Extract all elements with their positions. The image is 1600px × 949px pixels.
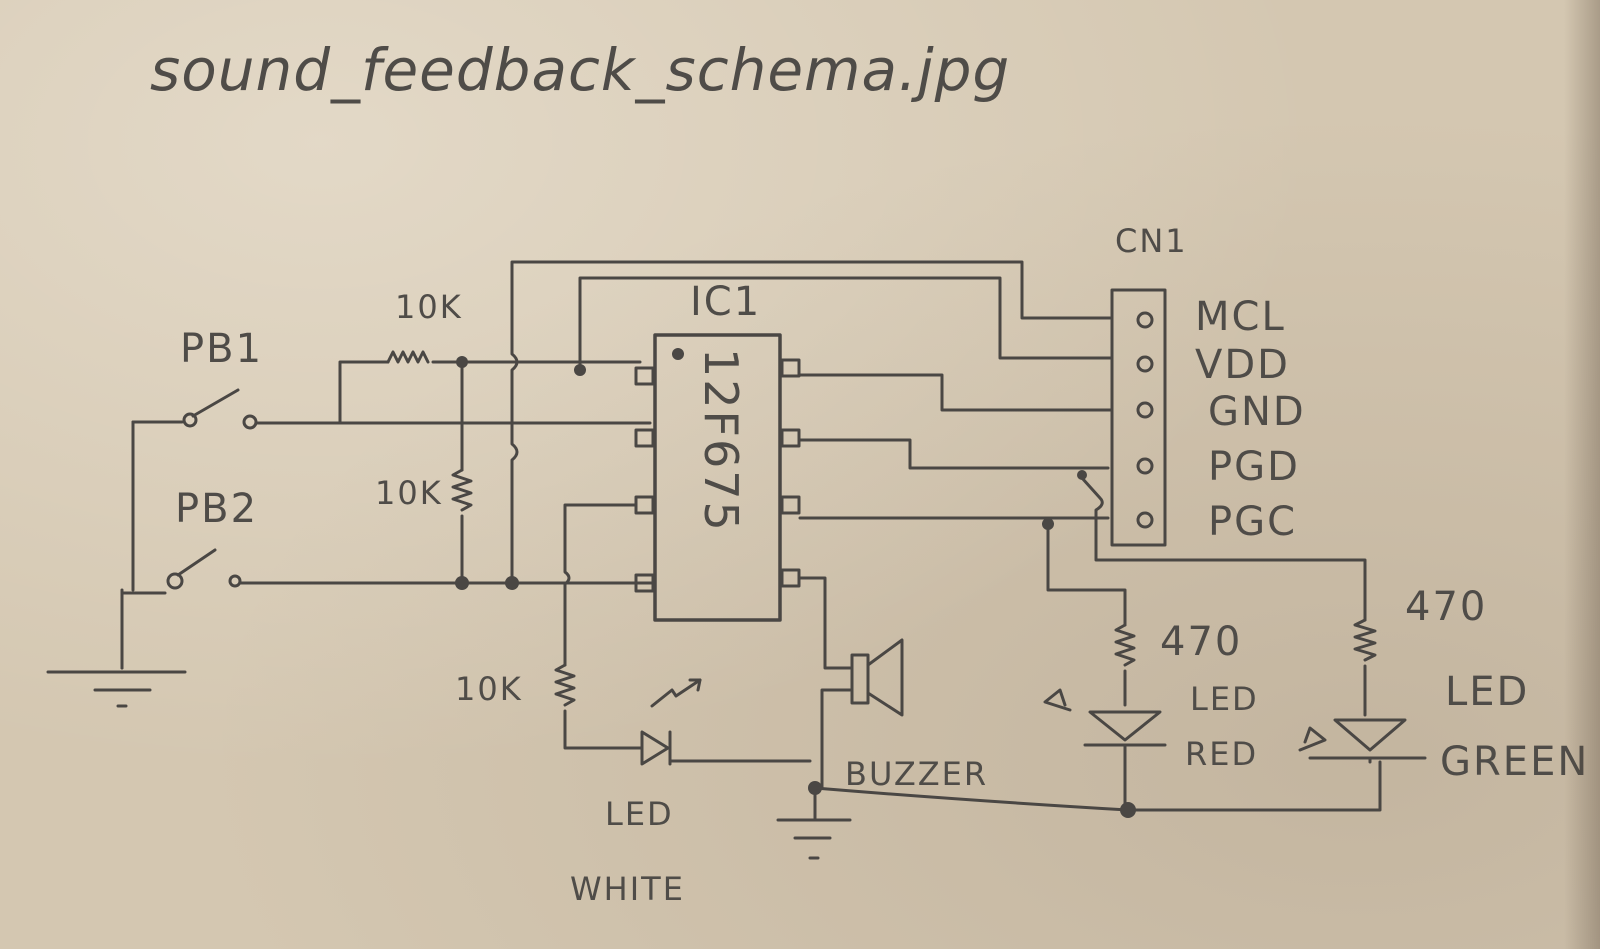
junction-pgd [1077, 470, 1087, 480]
led-green-label-1: LED [1445, 669, 1529, 715]
wire-pin3-white-led [563, 503, 638, 667]
buzzer [850, 638, 904, 717]
resistor-mid-label: 10K [375, 474, 443, 512]
junction-bus-bottom [505, 576, 519, 590]
cn1-connector [1110, 288, 1167, 547]
drawing-title: sound_feedback_schema.jpg [150, 36, 1010, 104]
pb2-switch [166, 548, 242, 590]
pb2-label: PB2 [175, 486, 258, 532]
pb1-label: PB1 [180, 326, 263, 372]
buzzer-label: BUZZER [845, 755, 988, 793]
led-white-label-1: LED [605, 795, 674, 833]
cn1-label: CN1 [1115, 222, 1188, 260]
ic1-part-label: 12F675 [694, 348, 748, 533]
pin-vdd-label: VDD [1195, 342, 1290, 388]
wire-mcl-line [510, 260, 1112, 585]
resistor-mid [451, 468, 473, 512]
resistor-top [386, 350, 430, 364]
led-red-label-1: LED [1190, 680, 1259, 718]
junction-r-mid-top [456, 356, 468, 368]
led-white [640, 678, 702, 766]
wire-pgc-to-red-led [1046, 522, 1127, 627]
junction-vdd [574, 364, 586, 376]
wire-vdd-line [578, 276, 1114, 372]
led-red-label-2: RED [1185, 735, 1258, 773]
pin-pgd-label: PGD [1208, 444, 1300, 490]
wire-pgd-to-green-led [1080, 476, 1367, 622]
wire-r-top-left [338, 360, 390, 425]
resistor-red [1114, 623, 1136, 667]
pin-gnd-label: GND [1208, 389, 1306, 435]
junction-r-mid-bottom [455, 576, 469, 590]
wire-gnd-line [798, 373, 1114, 412]
paper-edge-shadow [1564, 0, 1600, 949]
wire-ground-bus [813, 760, 1382, 812]
pin-mcl-label: MCL [1195, 294, 1286, 340]
resistor-top-label: 10K [395, 288, 463, 326]
led-white-label-2: WHITE [570, 870, 685, 908]
resistor-bottom-label: 10K [455, 670, 523, 708]
pb1-switch [182, 388, 258, 430]
ground-bottom [776, 786, 852, 860]
ic1-chip [634, 333, 801, 622]
resistor-bottom [554, 663, 576, 707]
wire-pin8-buzzer [798, 576, 852, 670]
resistor-red-label: 470 [1160, 619, 1242, 665]
wire-pgd-line [798, 438, 1110, 470]
led-green-label-2: GREEN [1440, 739, 1589, 785]
wire-buzzer-to-gnd [820, 688, 852, 790]
wire-r-bottom-to-led [563, 709, 644, 750]
ground-rail-left [120, 420, 135, 670]
ground-left [46, 663, 187, 708]
ic1-ref-label: IC1 [690, 279, 761, 325]
pin-pgc-label: PGC [1208, 499, 1297, 545]
resistor-green [1353, 618, 1377, 662]
junction-red-led-gnd [1120, 802, 1136, 818]
led-red [1043, 688, 1167, 747]
resistor-green-label: 470 [1405, 584, 1487, 630]
led-green [1298, 718, 1427, 760]
